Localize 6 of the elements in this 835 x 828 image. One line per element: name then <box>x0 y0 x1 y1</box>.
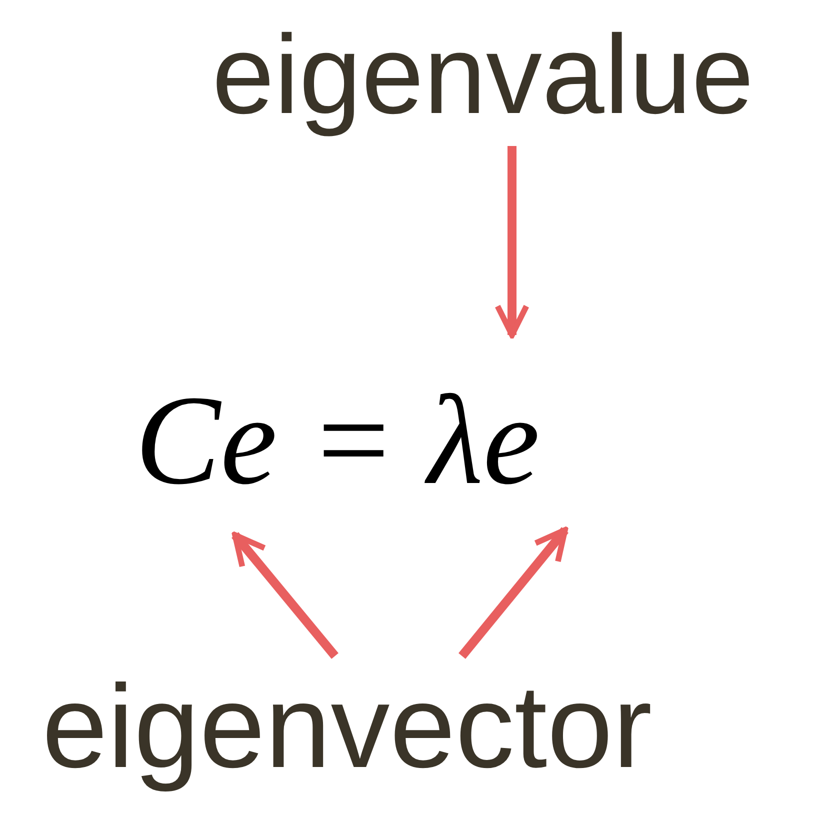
arrow <box>232 532 338 659</box>
arrow <box>458 527 568 659</box>
equation: Ce = λe <box>135 370 540 510</box>
arrow <box>494 146 530 338</box>
term-label: eigenvector <box>42 655 652 800</box>
term-label: eigenvalue <box>212 5 754 145</box>
